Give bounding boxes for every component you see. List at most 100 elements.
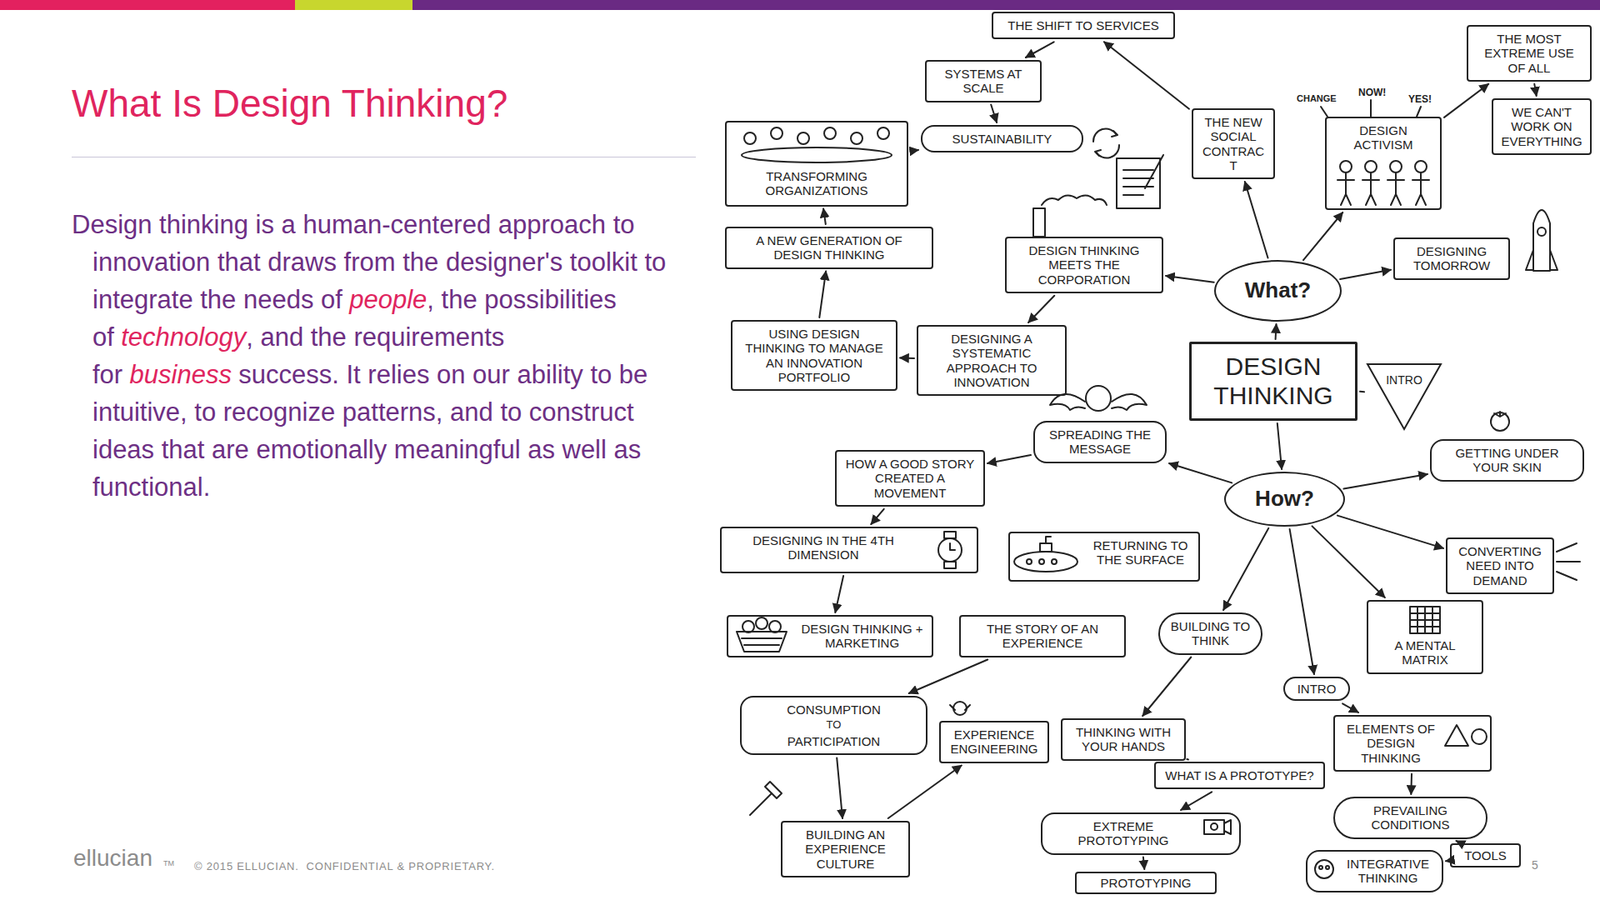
node-label: A NEW GENERATION OF DESIGN THINKING bbox=[733, 233, 925, 263]
connector-arrow bbox=[1360, 390, 1365, 394]
topic-box: DESIGN THINKING + MARKETING bbox=[726, 615, 934, 658]
brand-logo: ellucian bbox=[73, 845, 153, 872]
emphasis-word: technology bbox=[120, 322, 246, 352]
connector-arrow bbox=[1337, 515, 1444, 549]
connector-arrow bbox=[1275, 324, 1278, 340]
connector-arrow bbox=[1444, 84, 1489, 118]
cloud-box: BUILDING TO THINK bbox=[1158, 612, 1263, 655]
camera bbox=[1204, 820, 1231, 835]
rounded-box: INTEGRATIVE THINKING bbox=[1305, 850, 1444, 893]
cloud-box: PREVAILING CONDITIONS bbox=[1333, 796, 1488, 840]
connector-arrow bbox=[1456, 840, 1458, 843]
sign-text: YES! bbox=[1408, 93, 1432, 105]
connector-arrow bbox=[870, 509, 884, 525]
topic-box: THE STORY OF AN EXPERIENCE bbox=[959, 615, 1126, 658]
node-label: CONVERTING NEED INTO DEMAND bbox=[1454, 544, 1546, 588]
topic-box: DESIGNING A SYSTEMATIC APPROACH TO INNOV… bbox=[916, 325, 1067, 396]
connector-arrow bbox=[888, 765, 962, 820]
title-rule bbox=[71, 156, 696, 158]
connector-arrow bbox=[1104, 41, 1190, 109]
topic-box: DESIGNING TOMORROW bbox=[1393, 237, 1510, 280]
node-label: INTRO bbox=[1370, 373, 1439, 387]
node-label: THE MOST EXTREME USE OF ALL bbox=[1475, 31, 1584, 75]
topic-box: TRANSFORMING ORGANIZATIONS bbox=[725, 120, 909, 207]
node-label: WE CAN'T WORK ON EVERYTHING bbox=[1500, 105, 1584, 149]
people-icons bbox=[741, 127, 892, 163]
node-label: How? bbox=[1230, 486, 1339, 512]
connector-arrow bbox=[1290, 529, 1315, 675]
node-label: CONSUMPTION bbox=[748, 702, 920, 717]
tomato bbox=[1490, 411, 1510, 431]
face-icon bbox=[1315, 860, 1334, 879]
topic-box: ELEMENTS OF DESIGN THINKING bbox=[1333, 715, 1492, 772]
node-label: DESIGN ACTIVISM bbox=[1333, 123, 1434, 153]
connector-arrow bbox=[990, 105, 997, 124]
emphasis-word: business bbox=[130, 360, 232, 390]
connector-arrow bbox=[1186, 758, 1189, 761]
node-label: HOW A GOOD STORY CREATED A MOVEMENT bbox=[843, 456, 977, 500]
topic-box: DESIGN ACTIVISM bbox=[1325, 116, 1442, 210]
rounded-box: GETTING UNDER YOUR SKIN bbox=[1430, 439, 1585, 482]
node-label: DESIGN THINKING bbox=[1198, 352, 1349, 410]
node-label: DESIGNING TOMORROW bbox=[1401, 244, 1502, 274]
connector-arrow bbox=[1342, 703, 1359, 713]
connector-arrow bbox=[1025, 41, 1055, 58]
topic-box: RETURNING TO THE SURFACE bbox=[1008, 531, 1200, 582]
connector-arrow bbox=[1410, 774, 1413, 795]
slide-title: What Is Design Thinking? bbox=[71, 80, 508, 127]
person-figure bbox=[950, 701, 970, 715]
node-label: TO bbox=[748, 719, 920, 732]
node-label: SPREADING THE MESSAGE bbox=[1041, 427, 1159, 457]
rocket bbox=[1525, 210, 1558, 271]
connector-arrow bbox=[1245, 181, 1269, 259]
topic-box: THE MOST EXTREME USE OF ALL bbox=[1466, 25, 1592, 82]
matrix-grid bbox=[1410, 606, 1440, 634]
contract-document bbox=[1116, 155, 1164, 209]
connector-arrow bbox=[1165, 275, 1215, 283]
node-label: DESIGN THINKING + MARKETING bbox=[799, 621, 925, 651]
central-box: DESIGN THINKING bbox=[1189, 341, 1358, 421]
topic-box: WHAT IS A PROTOTYPE? bbox=[1154, 761, 1325, 790]
topic-box: CONVERTING NEED INTO DEMAND bbox=[1445, 537, 1555, 595]
triangle-symbol bbox=[1445, 725, 1469, 746]
hammer bbox=[750, 781, 782, 815]
topic-box: HOW A GOOD STORY CREATED A MOVEMENT bbox=[835, 450, 985, 507]
rounded-box: EXTREME PROTOTYPING bbox=[1040, 812, 1241, 855]
node-label: ELEMENTS OF DESIGN THINKING bbox=[1341, 721, 1440, 765]
connector-arrow bbox=[1277, 423, 1282, 470]
connector-arrow bbox=[900, 356, 915, 360]
connector-arrow bbox=[835, 575, 844, 613]
topic-box: THE SHIFT TO SERVICES bbox=[991, 11, 1175, 40]
node-label: What? bbox=[1220, 278, 1335, 304]
node-label: GETTING UNDER YOUR SKIN bbox=[1438, 445, 1576, 475]
connector-arrow bbox=[836, 757, 843, 819]
top-bar-purple bbox=[412, 0, 1600, 10]
topic-box: DESIGNING IN THE 4TH DIMENSION bbox=[720, 526, 979, 574]
node-label: TRANSFORMING ORGANIZATIONS bbox=[733, 169, 900, 199]
node-label: EXTREME PROTOTYPING bbox=[1049, 819, 1198, 849]
fruit-basket bbox=[736, 617, 787, 652]
connector-arrow bbox=[819, 271, 826, 319]
node-label: SUSTAINABILITY bbox=[929, 131, 1075, 146]
rounded-box: SPREADING THE MESSAGE bbox=[1033, 420, 1167, 464]
node-label: WHAT IS A PROTOTYPE? bbox=[1162, 768, 1317, 783]
recycle-arrow-head bbox=[1111, 130, 1118, 137]
body-paragraph: Design thinking is a human-centered appr… bbox=[71, 205, 676, 506]
trademark: TM bbox=[163, 859, 175, 868]
topic-box: PROTOTYPING bbox=[1075, 871, 1217, 895]
triangle-shape bbox=[1367, 364, 1441, 430]
sign-text: CHANGE bbox=[1296, 93, 1337, 104]
topic-box: EXPERIENCE ENGINEERING bbox=[939, 720, 1050, 764]
topic-box: A NEW GENERATION OF DESIGN THINKING bbox=[725, 226, 934, 270]
rounded-box: SUSTAINABILITY bbox=[920, 125, 1084, 153]
connector-arrow bbox=[1312, 525, 1385, 598]
question-ellipse: What? bbox=[1214, 260, 1342, 322]
rounded-box: CONSUMPTIONTOPARTICIPATION bbox=[740, 695, 928, 755]
topic-box: SYSTEMS AT SCALE bbox=[925, 60, 1042, 103]
node-label: DESIGN THINKING MEETS THE CORPORATION bbox=[1013, 243, 1155, 287]
topic-box: THINKING WITH YOUR HANDS bbox=[1060, 718, 1186, 761]
node-label: BUILDING AN EXPERIENCE CULTURE bbox=[789, 827, 902, 871]
rounded-box: INTRO bbox=[1283, 676, 1350, 701]
connector-arrow bbox=[910, 150, 919, 151]
